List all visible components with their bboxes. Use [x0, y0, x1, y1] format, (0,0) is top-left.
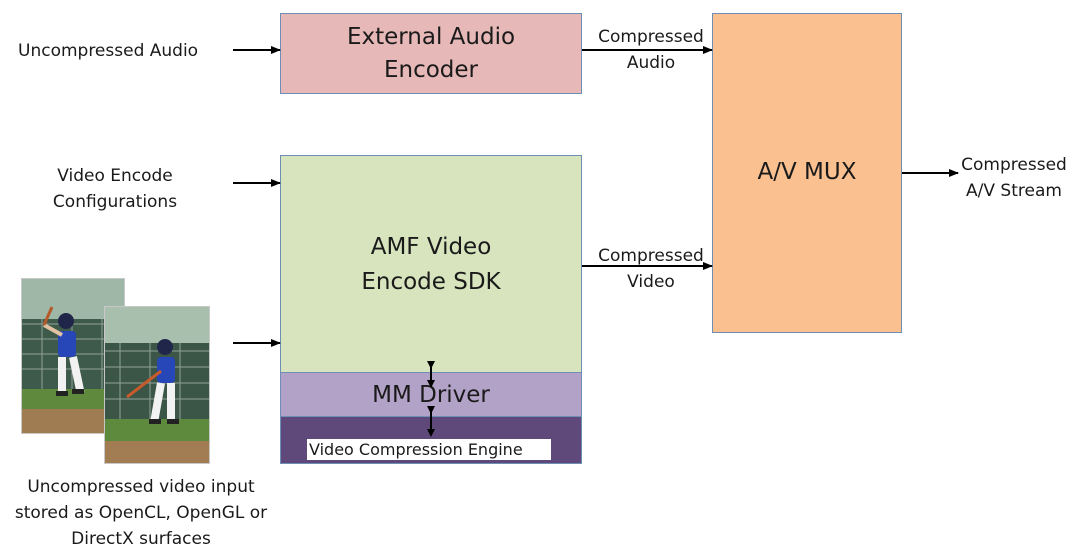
- audio-encoder-label-line2: Encoder: [383, 57, 479, 83]
- amf-video-encode-sdk-block: AMF Video Encode SDK: [280, 155, 582, 373]
- baseball-player-photo-1: [21, 278, 125, 434]
- audio-encoder-label-line1: External Audio: [346, 24, 516, 50]
- video-encode-config-line1: Video Encode: [57, 166, 173, 186]
- external-audio-encoder-block: External Audio Encoder: [280, 13, 582, 94]
- video-encode-config-line2: Configurations: [52, 192, 178, 212]
- compressed-audio-line1: Compressed: [598, 27, 704, 47]
- video-encode-config-label: Video Encode Configurations: [50, 163, 180, 215]
- video-input-line2: stored as OpenCL, OpenGL or: [14, 503, 268, 523]
- video-input-line1: Uncompressed video input: [27, 477, 255, 497]
- compressed-audio-line2: Audio: [626, 53, 676, 73]
- amf-label-line1: AMF Video: [370, 234, 492, 260]
- compressed-audio-label: Compressed Audio: [590, 24, 712, 76]
- output-line2: A/V Stream: [966, 181, 1062, 201]
- vce-label: Video Compression Engine: [307, 439, 551, 460]
- uncompressed-audio-label: Uncompressed Audio: [18, 41, 199, 61]
- compressed-av-stream-label: Compressed A/V Stream: [958, 152, 1070, 204]
- compressed-video-label: Compressed Video: [590, 243, 712, 295]
- mux-label: A/V MUX: [757, 159, 857, 185]
- compressed-video-line2: Video: [627, 272, 675, 292]
- av-mux-block: A/V MUX: [712, 13, 902, 333]
- baseball-player-photo-2: [104, 306, 210, 464]
- video-input-label: Uncompressed video input stored as OpenC…: [0, 474, 282, 552]
- video-input-line3: DirectX surfaces: [71, 529, 211, 549]
- output-line1: Compressed: [961, 155, 1067, 175]
- compressed-video-line1: Compressed: [598, 246, 704, 266]
- amf-label-line2: Encode SDK: [361, 269, 501, 295]
